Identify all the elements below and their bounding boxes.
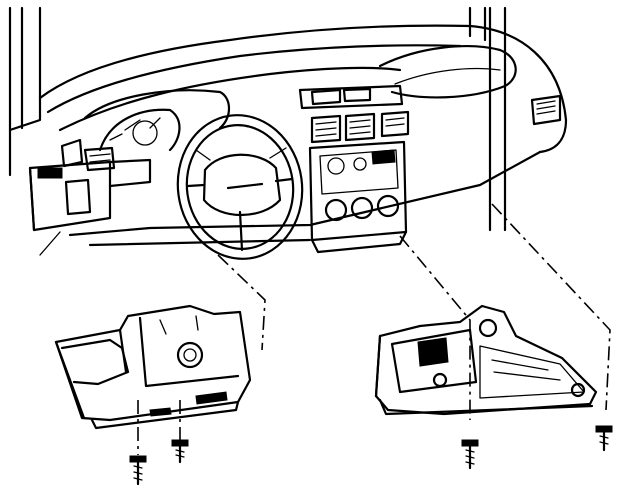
left-switch-bezel xyxy=(28,158,152,256)
instrument-cluster xyxy=(60,89,231,172)
lower-panel-right xyxy=(374,304,598,416)
instrument-panel xyxy=(38,24,568,247)
leader-lines xyxy=(137,203,611,455)
door-pillar-left xyxy=(8,6,42,177)
screw-icon xyxy=(461,439,479,470)
lower-panel-left xyxy=(54,304,252,430)
center-stack xyxy=(298,84,410,254)
screw-icon xyxy=(129,455,147,486)
windshield-pillar-right xyxy=(468,6,507,232)
steering-wheel xyxy=(176,114,304,260)
screw-icon xyxy=(595,425,613,452)
screw-icon xyxy=(171,439,189,464)
